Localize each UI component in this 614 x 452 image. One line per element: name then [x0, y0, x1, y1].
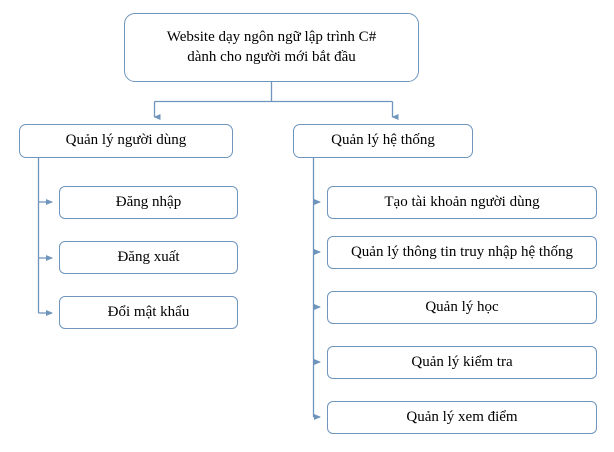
node-leaf-quan-ly-truy-nhap-label: Quản lý thông tin truy nhập hệ thống — [350, 243, 574, 260]
node-root[interactable]: Website dạy ngôn ngữ lập trình C# dành c… — [124, 13, 419, 82]
node-leaf-quan-ly-hoc-label: Quản lý học — [425, 298, 499, 315]
node-leaf-tao-tai-khoan-label: Tạo tài khoản người dùng — [384, 193, 540, 210]
node-leaf-quan-ly-truy-nhap[interactable]: Quản lý thông tin truy nhập hệ thống — [327, 236, 597, 269]
node-leaf-tao-tai-khoan[interactable]: Tạo tài khoản người dùng — [327, 186, 597, 219]
node-leaf-dang-nhap-label: Đăng nhập — [115, 193, 182, 210]
node-root-line-1: Website dạy ngôn ngữ lập trình C# — [166, 29, 377, 46]
node-root-line-2: dành cho người mới bắt đầu — [187, 48, 356, 65]
node-branch-system[interactable]: Quản lý hệ thống — [293, 124, 473, 158]
node-leaf-quan-ly-xem-diem[interactable]: Quản lý xem điểm — [327, 401, 597, 434]
node-leaf-quan-ly-hoc[interactable]: Quản lý học — [327, 291, 597, 324]
node-leaf-doi-mat-khau-label: Đổi mật khẩu — [107, 303, 190, 320]
node-branch-users[interactable]: Quản lý người dùng — [19, 124, 233, 158]
node-leaf-doi-mat-khau[interactable]: Đổi mật khẩu — [59, 296, 238, 329]
node-branch-system-label: Quản lý hệ thống — [331, 132, 435, 149]
node-leaf-dang-xuat-label: Đăng xuất — [117, 248, 180, 265]
node-leaf-quan-ly-kiem-tra-label: Quản lý kiểm tra — [411, 353, 513, 370]
node-leaf-dang-xuat[interactable]: Đăng xuất — [59, 241, 238, 274]
node-leaf-quan-ly-kiem-tra[interactable]: Quản lý kiểm tra — [327, 346, 597, 379]
node-leaf-quan-ly-xem-diem-label: Quản lý xem điểm — [406, 408, 518, 425]
node-leaf-dang-nhap[interactable]: Đăng nhập — [59, 186, 238, 219]
node-branch-users-label: Quản lý người dùng — [65, 132, 187, 149]
